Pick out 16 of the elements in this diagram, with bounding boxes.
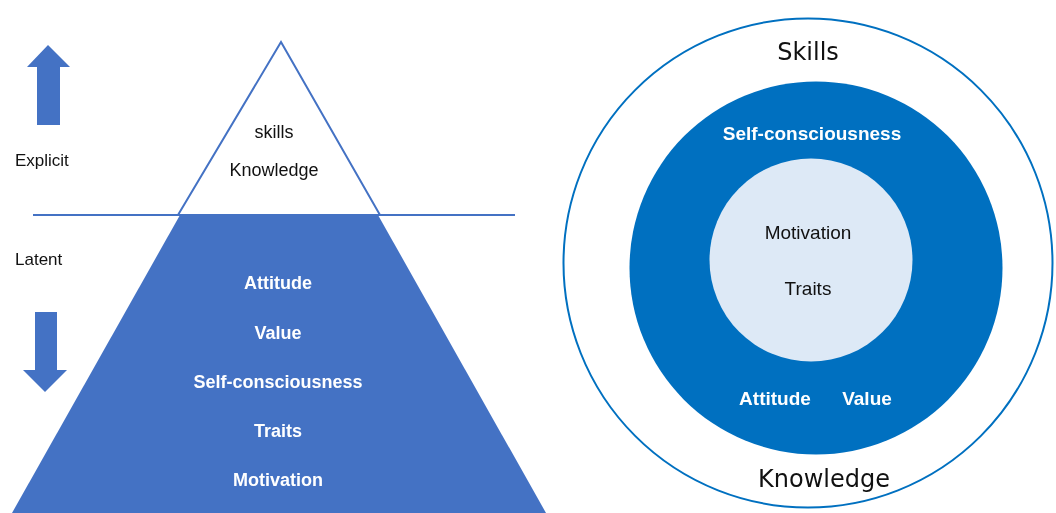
layer-label: Explicit	[15, 151, 69, 171]
node-label: Knowledge	[758, 465, 890, 493]
node-label: Self-consciousness	[193, 373, 363, 393]
node-label: Motivation	[764, 222, 852, 244]
node-label: Traits	[254, 422, 302, 442]
node-label: Value	[254, 324, 302, 344]
layer-label: Latent	[15, 250, 63, 270]
node-label: Skills	[777, 38, 839, 66]
node-label: Motivation	[233, 471, 323, 491]
node-label: Value	[842, 388, 892, 410]
node-label: Traits	[784, 278, 832, 300]
node-label: skills	[254, 123, 294, 143]
node-label: Knowledge	[229, 161, 319, 181]
node-label: Self-consciousness	[722, 123, 902, 145]
node-label: Attitude	[739, 388, 811, 410]
node-label: Attitude	[244, 274, 312, 294]
